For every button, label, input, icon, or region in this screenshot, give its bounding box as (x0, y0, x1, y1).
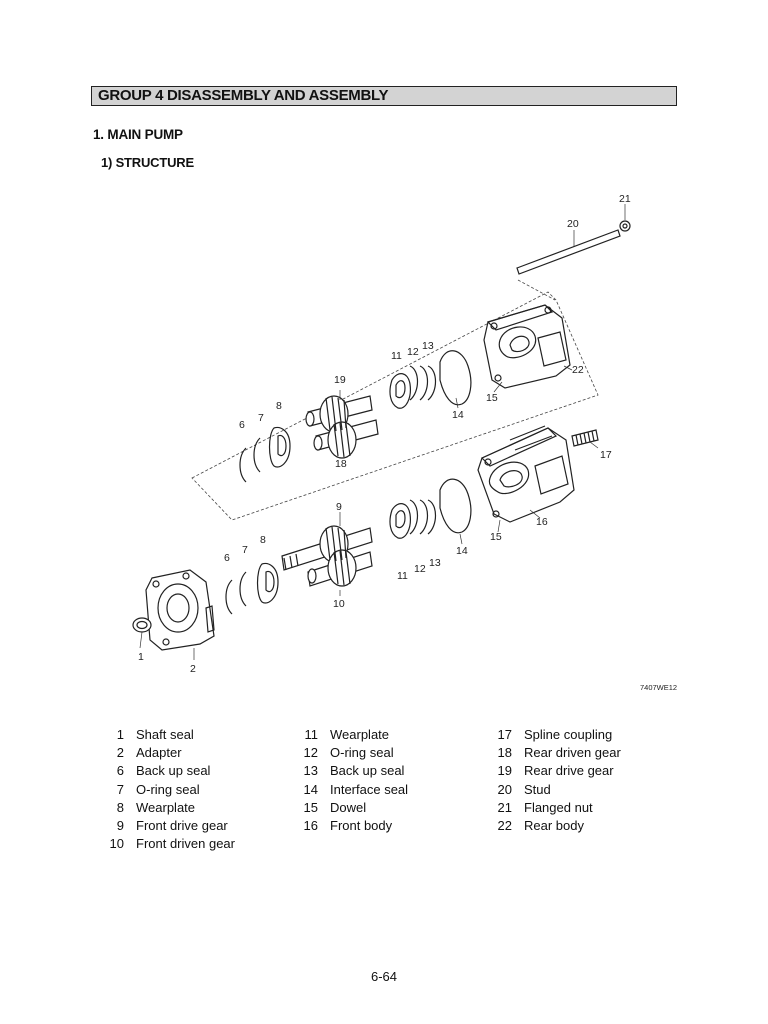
front-gears-drawing (281, 525, 373, 587)
callout-8-upper: 8 (276, 400, 282, 412)
flanged-nut-drawing (619, 220, 631, 232)
callout-11-lower: 11 (397, 570, 408, 582)
upper-wearplate-seal-set-drawing (389, 365, 437, 409)
lower-wearplate-seal-set-drawing (389, 499, 437, 539)
callout-10: 10 (333, 598, 345, 610)
callout-9: 9 (336, 501, 342, 513)
subsection-title: 1) STRUCTURE (101, 155, 194, 170)
lower-seal-wearplate-drawing (225, 562, 279, 615)
shaft-seal-drawing (132, 617, 152, 633)
callout-20: 20 (567, 218, 579, 230)
callout-12-lower: 12 (414, 563, 426, 575)
section-title: 1. MAIN PUMP (93, 127, 183, 142)
callout-16: 16 (536, 516, 548, 528)
figure-code: 7407WE12 (640, 683, 677, 692)
callout-14-lower: 14 (456, 545, 468, 557)
exploded-view-diagram: 21 20 22 15 14 11 12 13 19 8 7 6 18 17 1… (132, 193, 677, 692)
interface-seal-upper-drawing (439, 350, 472, 406)
callout-6-upper: 6 (239, 419, 245, 431)
callout-15-lower: 15 (490, 531, 502, 543)
callout-2: 2 (190, 663, 196, 675)
callout-13-lower: 13 (429, 557, 441, 569)
interface-seal-lower-drawing (439, 478, 472, 534)
callout-17: 17 (600, 449, 612, 461)
callout-12-upper: 12 (407, 346, 419, 358)
adapter-drawing (145, 569, 215, 651)
callout-13-upper: 13 (422, 340, 434, 352)
callout-7-lower: 7 (242, 544, 248, 556)
callout-6-lower: 6 (224, 552, 230, 564)
callout-11-upper: 11 (391, 350, 402, 362)
stud-guide (517, 279, 556, 301)
rear-gears-drawing (305, 395, 379, 459)
rear-body-drawing (483, 304, 571, 389)
page-number: 6-64 (370, 969, 398, 984)
callout-22: 22 (572, 364, 584, 376)
upper-seal-wearplate-drawing (239, 426, 291, 483)
callout-18: 18 (335, 458, 347, 470)
callout-7-upper: 7 (258, 412, 264, 424)
callout-15-upper: 15 (486, 392, 498, 404)
callout-1: 1 (138, 651, 144, 663)
callout-numbers: 21 20 22 15 14 11 12 13 19 8 7 6 18 17 1… (138, 193, 677, 692)
callout-21: 21 (619, 193, 631, 205)
stud-drawing (516, 229, 621, 275)
callout-19: 19 (334, 374, 346, 386)
group-title: GROUP 4 DISASSEMBLY AND ASSEMBLY (91, 86, 677, 106)
callout-14-upper: 14 (452, 409, 464, 421)
callout-8-lower: 8 (260, 534, 266, 546)
spline-coupling-drawing (571, 429, 599, 447)
leader-lines (139, 204, 626, 660)
front-body-drawing (477, 425, 575, 523)
